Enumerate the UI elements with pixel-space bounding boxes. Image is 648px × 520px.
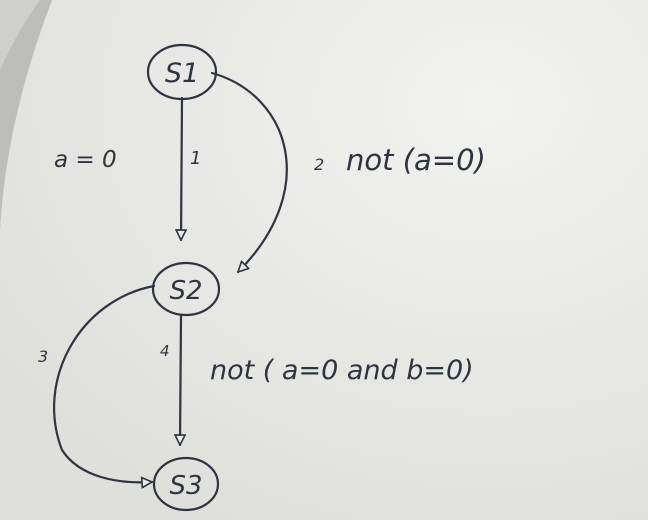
- node-s1: S1: [146, 43, 218, 101]
- edge-1-number: 1: [190, 148, 201, 169]
- edge-4-condition: not ( a=0 and b=0): [210, 355, 474, 386]
- edge-2-line: [210, 71, 288, 272]
- edge-4-line: [180, 314, 181, 447]
- edge-3-number: 3: [38, 347, 48, 366]
- node-s1-circle: [146, 43, 218, 101]
- node-s3-label: S3: [169, 471, 202, 501]
- edges: [53, 71, 288, 482]
- node-s2: S2: [151, 261, 221, 317]
- edge-4-number: 4: [160, 342, 170, 360]
- edge-2-number: 2: [314, 155, 324, 174]
- node-s2-circle: [151, 261, 221, 317]
- node-s2-label: S2: [169, 276, 202, 306]
- edge-1-line: [181, 96, 182, 242]
- edge-1-condition: a = 0: [54, 147, 117, 173]
- node-s3-circle: [152, 456, 220, 512]
- paper-fold-shadow: [0, 0, 52, 230]
- node-s3: S3: [152, 456, 220, 512]
- node-s1-label: S1: [165, 58, 199, 89]
- edge-3-line: [53, 284, 156, 482]
- edge-2-condition: not (a=0): [346, 143, 486, 177]
